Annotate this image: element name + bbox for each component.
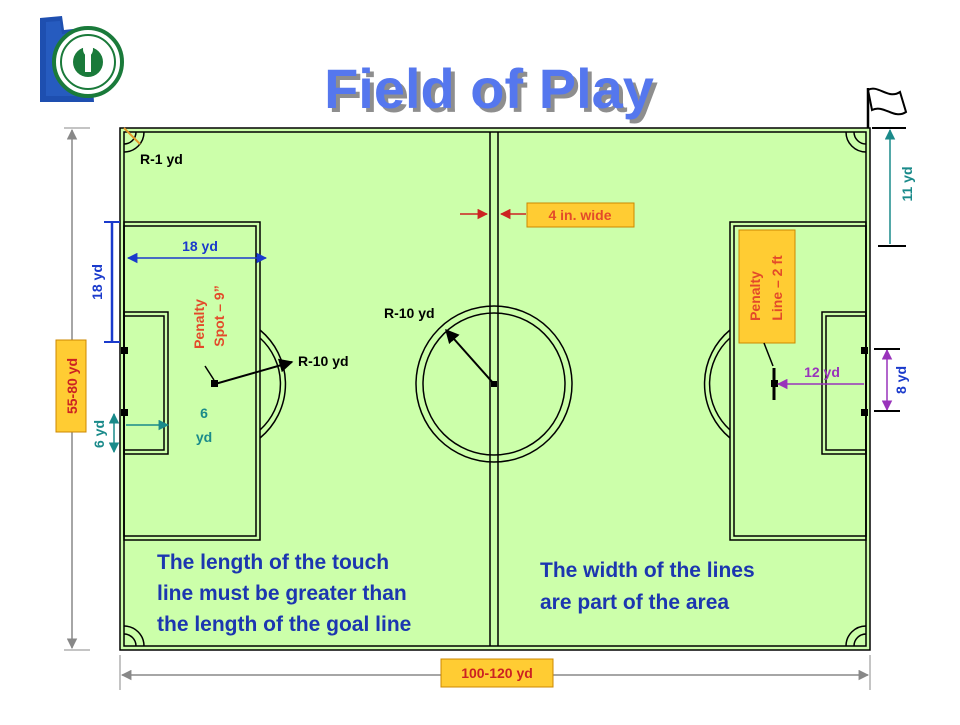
penalty-depth-label: 18 yd: [182, 238, 218, 254]
touch-line-note-line-1: The length of the touch: [157, 551, 389, 574]
line-width-box: [526, 202, 635, 228]
penalty-spot-label-1: Penalty: [191, 299, 207, 349]
goal-width-label: 8 yd: [893, 366, 909, 394]
right-goal-post: [861, 347, 868, 354]
line-area-note: The width of the lines are part of the a…: [540, 559, 755, 614]
penalty-line-label-1: Penalty: [747, 271, 763, 321]
page-title: Field of Play: [324, 57, 654, 120]
center-circle: [415, 305, 573, 463]
center-radius-arrow: [445, 328, 495, 385]
field-length-box: [440, 658, 554, 688]
touch-line-note: The length of the touch line must be gre…: [157, 551, 411, 636]
penalty-line-box: [738, 229, 796, 344]
left-penalty-arc: [259, 329, 287, 439]
penalty-spot-pointer: [204, 365, 215, 381]
field-length-label: 100-120 yd: [461, 665, 533, 681]
touch-line-note-line-2: line must be greater than: [157, 582, 407, 605]
left-penalty-spot: [211, 380, 218, 387]
goal-area-depth-label-2: yd: [196, 429, 212, 445]
corner-radius-pointer: [123, 127, 141, 145]
penalty-line-pointer: [763, 342, 774, 367]
field: [119, 127, 871, 651]
center-radius-label: R-10 yd: [384, 305, 435, 321]
right-penalty-arc: [703, 329, 731, 439]
corner-flag-icon: [866, 87, 908, 128]
goal-area-depth-label-1: 6: [200, 405, 208, 421]
penalty-line-label-2: Line – 2 ft: [769, 255, 785, 321]
field-width-label: 55-80 yd: [64, 358, 80, 414]
flag-distance-label: 11 yd: [899, 166, 915, 201]
line-width-label: 4 in. wide: [548, 207, 611, 223]
field-surface: [119, 127, 871, 651]
penalty-radius-label: R-10 yd: [298, 353, 349, 369]
penalty-line-distance-label: 12 yd: [804, 364, 840, 380]
field-width-box: [55, 339, 87, 433]
line-area-note-line-1: The width of the lines: [540, 559, 755, 582]
touch-line-note-line-3: the length of the goal line: [157, 613, 411, 636]
page-title-shadow: Field of Play: [328, 61, 658, 124]
penalty-radius-arrow: [214, 358, 294, 385]
penalty-halfwidth-label: 18 yd: [89, 264, 105, 300]
line-area-note-line-2: are part of the area: [540, 591, 729, 614]
corner-radius-label: R-1 yd: [140, 151, 183, 167]
left-goal-post: [121, 347, 128, 354]
penalty-spot-label-2: Spot – 9”: [211, 285, 227, 346]
logo-seal: [40, 16, 124, 102]
goal-area-halfwidth-label: 6 yd: [91, 420, 107, 448]
